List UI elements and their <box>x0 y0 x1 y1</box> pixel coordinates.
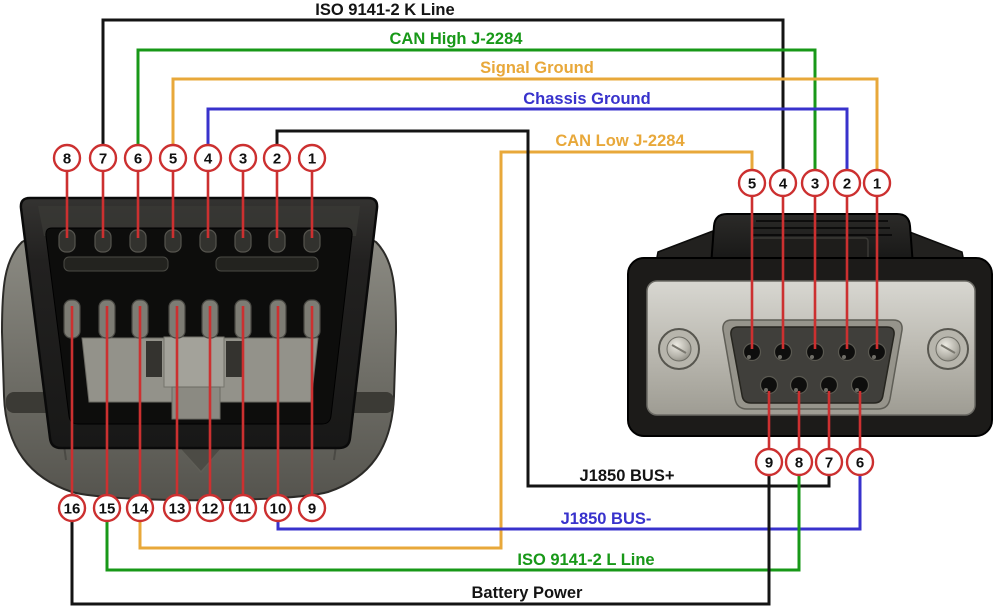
db9-pin-circle-2 <box>832 168 862 198</box>
obd2-pin-number-1: 1 <box>308 151 316 168</box>
obd2-pin-circle-11 <box>228 493 258 523</box>
obd2-pin-number-8: 8 <box>63 151 71 168</box>
obd2-pin-circle-13 <box>162 493 192 523</box>
obd2-key-slot-right <box>226 341 242 377</box>
db9-pin-circle-4 <box>768 168 798 198</box>
obd2-key-tab <box>163 336 225 388</box>
db9-hole-highlight-3 <box>810 355 814 359</box>
wire-iso-9141-2-k-line <box>101 18 785 170</box>
obd2-pin-circle-12 <box>195 493 225 523</box>
db9-pin-circle-9 <box>754 447 784 477</box>
obd2-pin-circle-14 <box>125 493 155 523</box>
db9-pin-number-4: 4 <box>779 176 788 193</box>
db9-pin-number-7: 7 <box>825 455 833 472</box>
db9-pin-number-9: 9 <box>765 455 773 472</box>
obd2-pin-number-16: 16 <box>64 501 81 518</box>
obd2-contact-slot-right <box>215 256 319 272</box>
wire-j1850-bus <box>276 475 862 531</box>
wire-label-chassis-ground: Chassis Ground <box>523 90 650 108</box>
db9-hole-7 <box>819 375 839 395</box>
obd2-pin-circle-4 <box>193 143 223 173</box>
db9-connector <box>627 213 993 437</box>
wire-label-can-low-j-2284: CAN Low J-2284 <box>555 132 685 150</box>
db9-pin-circle-5 <box>737 168 767 198</box>
obd2-pin-number-13: 13 <box>169 501 186 518</box>
db9-pin-number-5: 5 <box>748 176 756 193</box>
db9-pin-circle-6 <box>845 447 875 477</box>
db9-cap-ribs <box>751 220 892 236</box>
obd2-pin-number-7: 7 <box>99 151 107 168</box>
db9-hole-highlight-2 <box>842 355 846 359</box>
wire-chassis-ground <box>206 107 849 170</box>
db9-jack-screw-right <box>927 328 969 370</box>
obd2-pin-number-10: 10 <box>270 501 287 518</box>
db9-pin-number-2: 2 <box>843 176 851 193</box>
db9-hole-6 <box>850 375 870 395</box>
obd2-pin-number-2: 2 <box>273 151 281 168</box>
db9-hole-highlight-5 <box>747 355 751 359</box>
db9-hole-highlight-8 <box>794 388 798 392</box>
wire-j1850-bus <box>275 129 831 488</box>
obd2-pin-circle-10 <box>263 493 293 523</box>
wire-label-can-high-j-2284: CAN High J-2284 <box>390 30 524 48</box>
obd2-pin-circle-7 <box>88 143 118 173</box>
wire-label-iso-9141-2-l-line: ISO 9141-2 L Line <box>517 551 654 569</box>
obd2-pin-number-11: 11 <box>235 501 251 518</box>
obd2-pin-number-4: 4 <box>204 151 213 168</box>
wire-battery-power <box>70 475 771 606</box>
wire-label-j1850-bus: J1850 BUS+ <box>580 467 675 485</box>
db9-jack-screw-left <box>658 328 700 370</box>
pin-callout-layer: 8 7 6 5 4 3 2 1 16 15 14 13 12 11 10 9 5 4 3 2 1 9 8 7 6 <box>52 143 892 523</box>
wire-label-iso-9141-2-k-line: ISO 9141-2 K Line <box>315 1 454 19</box>
obd2-pin-circle-1 <box>297 143 327 173</box>
obd2-pin-number-9: 9 <box>308 501 316 518</box>
db9-hole-highlight-4 <box>778 355 782 359</box>
db9-pin-number-1: 1 <box>873 176 881 193</box>
obd2-pin-number-12: 12 <box>202 501 219 518</box>
db9-hole-highlight-9 <box>764 388 768 392</box>
obd2-pin-number-3: 3 <box>239 151 247 168</box>
obd2-connector <box>0 196 398 502</box>
db9-hole-8 <box>789 375 809 395</box>
wire-can-low-j-2284 <box>138 150 754 550</box>
obd2-pin-number-5: 5 <box>169 151 177 168</box>
wire-label-j1850-bus: J1850 BUS- <box>561 510 652 528</box>
wire-label-battery-power: Battery Power <box>472 584 584 602</box>
db9-hole-highlight-1 <box>872 355 876 359</box>
obd2-pin-circle-15 <box>92 493 122 523</box>
obd2-pin-number-15: 15 <box>99 501 116 518</box>
db9-pin-circle-3 <box>800 168 830 198</box>
db9-pin-number-3: 3 <box>811 176 819 193</box>
obd2-pin-circle-5 <box>158 143 188 173</box>
obd2-pin-circle-16 <box>57 493 87 523</box>
obd2-contact-slot-left <box>63 256 169 272</box>
wire-label-signal-ground: Signal Ground <box>480 59 594 77</box>
obd2-pin-number-14: 14 <box>132 501 149 518</box>
db9-pin-circle-8 <box>784 447 814 477</box>
db9-pin-holes <box>742 342 887 395</box>
wire-signal-ground <box>171 77 879 170</box>
db9-pin-number-6: 6 <box>856 455 864 472</box>
obd2-key-tab-lower <box>171 386 221 420</box>
db9-pin-number-8: 8 <box>795 455 803 472</box>
db9-dsub-recess <box>730 326 895 404</box>
obd2-key-slot-left <box>146 341 162 377</box>
db9-pin-circle-7 <box>814 447 844 477</box>
obd2-pin-circle-8 <box>52 143 82 173</box>
db9-hole-9 <box>759 375 779 395</box>
obd2-pin-number-6: 6 <box>134 151 142 168</box>
obd2-pin-circle-2 <box>262 143 292 173</box>
db9-hole-highlight-7 <box>824 388 828 392</box>
db9-hole-highlight-6 <box>855 388 859 392</box>
obd2-pin-circle-9 <box>297 493 327 523</box>
obd2-pin-circle-6 <box>123 143 153 173</box>
db9-pin-circle-1 <box>862 168 892 198</box>
wire-iso-9141-2-l-line <box>105 475 801 572</box>
obd2-pin-circle-3 <box>228 143 258 173</box>
